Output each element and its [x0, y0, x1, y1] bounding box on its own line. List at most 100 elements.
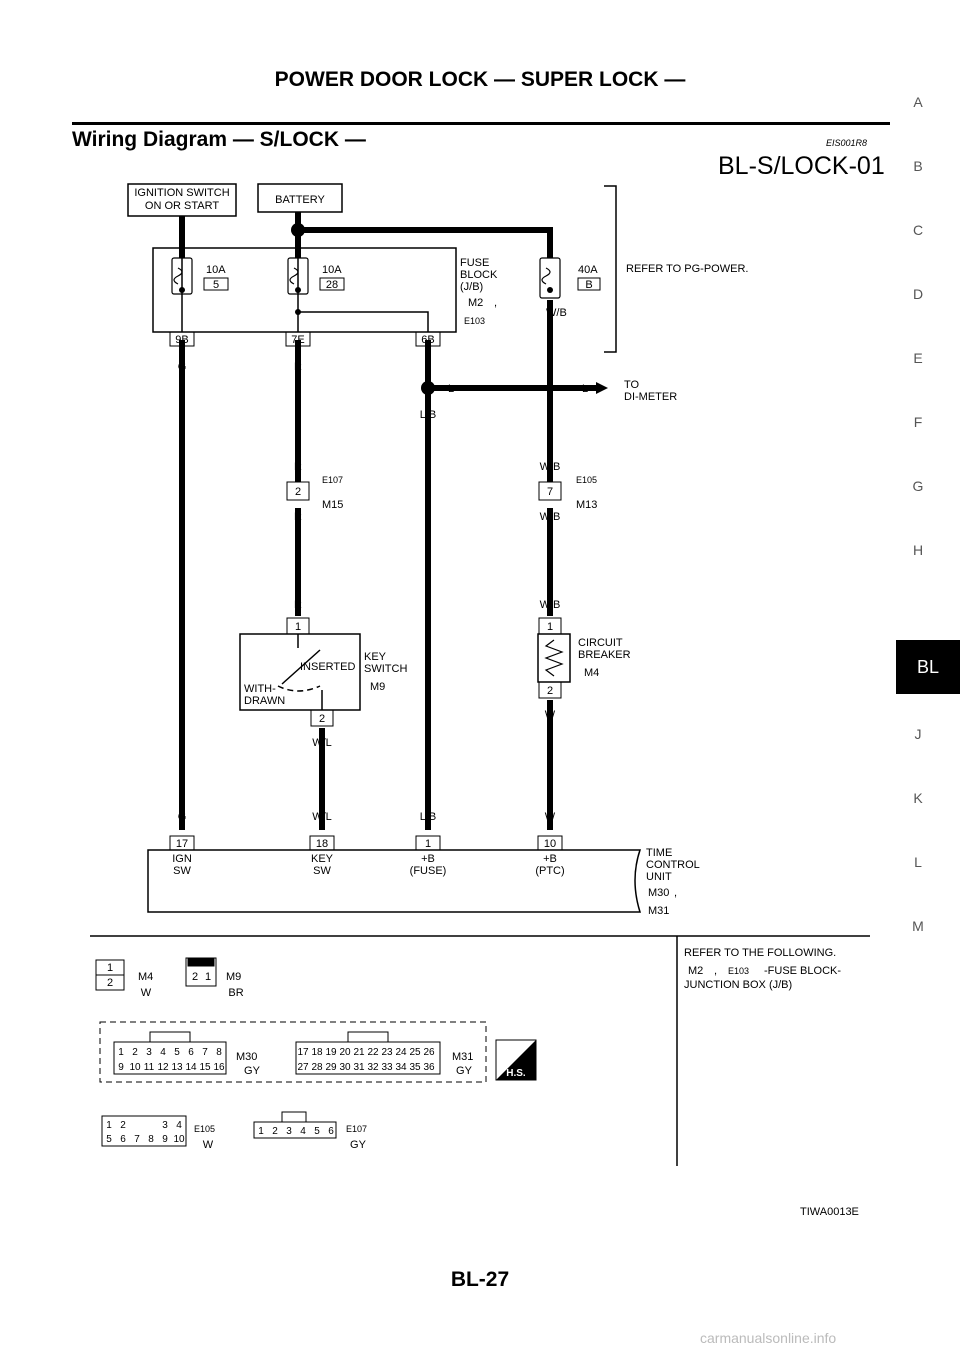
- m2-tag: M2: [468, 297, 483, 309]
- section-title: Wiring Diagram — S/LOCK —: [72, 128, 366, 151]
- tcu-ign-2: SW: [173, 865, 191, 877]
- tcu-ptc-2: (PTC): [535, 865, 564, 877]
- side-tab-k[interactable]: K: [913, 790, 923, 806]
- page-number: BL-27: [450, 1268, 510, 1291]
- wire-l-label-3: L: [582, 383, 588, 395]
- e107-pin: 5: [314, 1126, 320, 1137]
- fuse-40a-label: 40A: [578, 264, 598, 276]
- m31-pin: 20: [339, 1047, 351, 1058]
- side-tab-a[interactable]: A: [913, 94, 923, 110]
- term-9b-label: 9B: [175, 334, 188, 346]
- watermark: carmanualsonline.info: [700, 1330, 837, 1346]
- e105-face-tag: E105: [194, 1124, 215, 1134]
- m31-pin: 22: [367, 1047, 379, 1058]
- fuse-jb-label-2: JUNCTION BOX (J/B): [684, 979, 792, 991]
- time-control-label-3: UNIT: [646, 871, 672, 883]
- wire-g-label-2: G: [178, 811, 187, 823]
- m30-pin: 13: [171, 1062, 183, 1073]
- wire-l-label: L: [425, 361, 431, 373]
- m30-pin: 8: [216, 1047, 222, 1058]
- m31-pin: 31: [353, 1062, 365, 1073]
- m30-pin: 11: [144, 1062, 155, 1073]
- header-rule: [72, 122, 890, 125]
- e107-face-tag: E107: [346, 1124, 367, 1134]
- e105-pin: 5: [106, 1134, 112, 1145]
- side-tab-d[interactable]: D: [912, 286, 924, 302]
- m30-color: GY: [244, 1065, 261, 1077]
- battery-label: BATTERY: [275, 194, 325, 206]
- key-pin-2: 2: [319, 713, 325, 725]
- m31-face-tag: M31: [452, 1051, 473, 1063]
- side-tab-c[interactable]: C: [912, 222, 924, 238]
- m30-pin: 15: [199, 1062, 211, 1073]
- fuse-block-box: [152, 247, 457, 333]
- m9-face-tag: M9: [226, 971, 241, 983]
- m30-pin: 3: [146, 1047, 152, 1058]
- m31-pin: 34: [395, 1062, 407, 1073]
- cb-pin-1: 1: [547, 621, 553, 633]
- e107-pin: 6: [328, 1126, 334, 1137]
- fuse-28-label: 28: [326, 279, 338, 291]
- m30-pin: 14: [185, 1062, 197, 1073]
- side-tab-e[interactable]: E: [913, 350, 923, 366]
- m9-face-pin-1: 1: [205, 971, 211, 983]
- tcu-ign-1: IGN: [172, 853, 192, 865]
- m30-pin: 12: [157, 1062, 169, 1073]
- wire-wl-label: W/L: [312, 737, 332, 749]
- side-tab-b[interactable]: B: [913, 158, 923, 174]
- m9-color: BR: [228, 987, 243, 999]
- section-code: EIS001R8: [826, 138, 868, 148]
- withdrawn-label-1: WITH-: [244, 683, 276, 695]
- m31-pin: 33: [381, 1062, 393, 1073]
- comma-3: ,: [714, 965, 717, 977]
- e105-pin: 9: [162, 1134, 168, 1145]
- key-switch-label-2: SWITCH: [364, 663, 407, 675]
- side-tab-j[interactable]: J: [914, 726, 922, 742]
- e105-pin: 10: [173, 1134, 185, 1145]
- hs-badge: H.S.: [506, 1068, 526, 1079]
- wire-l-label-2: L: [448, 383, 454, 395]
- m30-pin: 6: [188, 1047, 194, 1058]
- wire-w-label: W: [545, 709, 556, 721]
- cb-pin-2: 2: [547, 685, 553, 697]
- side-tab-f[interactable]: F: [913, 414, 923, 430]
- m31-pin: 19: [325, 1047, 337, 1058]
- time-control-unit-box: [147, 849, 642, 913]
- m31-pin: 18: [311, 1047, 323, 1058]
- pin-2-label: 2: [295, 486, 301, 498]
- side-tab-l[interactable]: L: [914, 854, 922, 870]
- fuse-10a-label: 10A: [206, 264, 226, 276]
- term-6b-label: 6B: [421, 334, 434, 346]
- fuse-jb-label-1: -FUSE BLOCK-: [764, 965, 841, 977]
- m30-face-tag: M30: [236, 1051, 257, 1063]
- m31-pin: 32: [367, 1062, 379, 1073]
- side-tab-bl-active[interactable]: BL: [896, 640, 960, 694]
- side-tab-g[interactable]: G: [912, 478, 924, 494]
- wire-wb-label-2: W/B: [540, 461, 561, 473]
- m31-pin: 17: [297, 1047, 309, 1058]
- tcu-key-2: SW: [313, 865, 331, 877]
- wire-lb-label-2: L/B: [420, 811, 437, 823]
- wire-lb-label: L/B: [420, 409, 437, 421]
- m4-face-tag: M4: [138, 971, 153, 983]
- refer-following-label: REFER TO THE FOLLOWING.: [684, 947, 836, 959]
- tcu-fuse-2: (FUSE): [410, 865, 447, 877]
- e107-color: GY: [350, 1139, 367, 1151]
- side-tab-h[interactable]: H: [912, 542, 924, 558]
- fuse-block-label-2: BLOCK: [460, 269, 498, 281]
- e105-pin: 1: [106, 1120, 112, 1131]
- tcu-pin-18: 18: [316, 838, 328, 850]
- side-tab-m[interactable]: M: [912, 918, 924, 934]
- e105-pin: 3: [162, 1120, 168, 1131]
- tcu-pin-1: 1: [425, 838, 431, 850]
- m31-pin: 26: [423, 1047, 435, 1058]
- tcu-pin-17: 17: [176, 838, 188, 850]
- wire-r-label-3: R: [294, 511, 302, 523]
- m4-face-pin-1: 1: [107, 962, 113, 974]
- refer-pg-bracket: [604, 185, 617, 353]
- e105-pin: 6: [120, 1134, 126, 1145]
- ref-e103-tag: E103: [728, 966, 749, 976]
- m31-pin: 23: [381, 1047, 393, 1058]
- m30-pin: 16: [213, 1062, 225, 1073]
- m4-tag: M4: [584, 667, 599, 679]
